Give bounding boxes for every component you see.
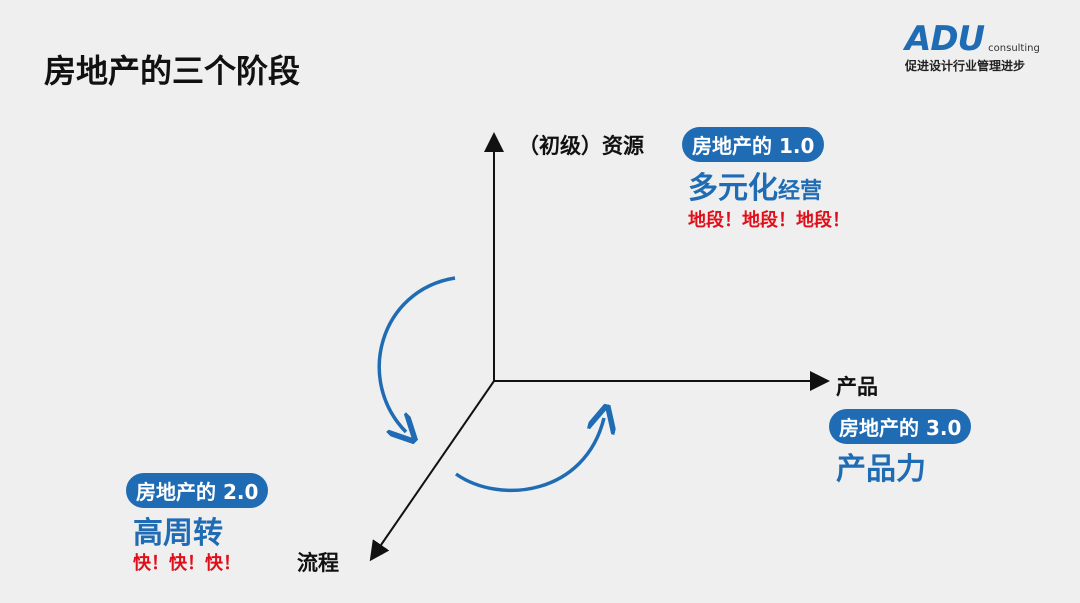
- stage-1-main-text: 多元化: [688, 171, 778, 206]
- stage-3-badge: 房地产的 3.0: [829, 409, 972, 444]
- y-axis-label: （初级）资源: [518, 134, 644, 158]
- logo-mark: ADU: [905, 19, 985, 59]
- logo-slogan: 促进设计行业管理进步: [905, 59, 1026, 73]
- cycle-arrow-left: [377, 276, 456, 432]
- logo-sub: consulting: [988, 43, 1040, 54]
- z-axis: [369, 380, 495, 562]
- stage-1-badge: 房地产的 1.0: [682, 127, 825, 162]
- stage-2-badge: 房地产的 2.0: [126, 473, 269, 508]
- cycle-arrow-bottom: [454, 418, 604, 493]
- stage-1-main-small: 经营: [778, 179, 823, 204]
- stage-2-slogan: 快！快！快！: [133, 553, 241, 574]
- stage-1-main: 多元化经营: [688, 163, 822, 207]
- stage-3-main: 产品力: [836, 452, 926, 487]
- stage-1-slogan: 地段！地段！地段！: [688, 210, 850, 231]
- stage-2-main: 高周转: [133, 516, 223, 551]
- x-axis-label: 产品: [836, 375, 878, 399]
- z-axis-label: 流程: [297, 551, 339, 575]
- logo: ADU consulting 促进设计行业管理进步: [905, 19, 1040, 74]
- page-title: 房地产的三个阶段: [44, 52, 301, 90]
